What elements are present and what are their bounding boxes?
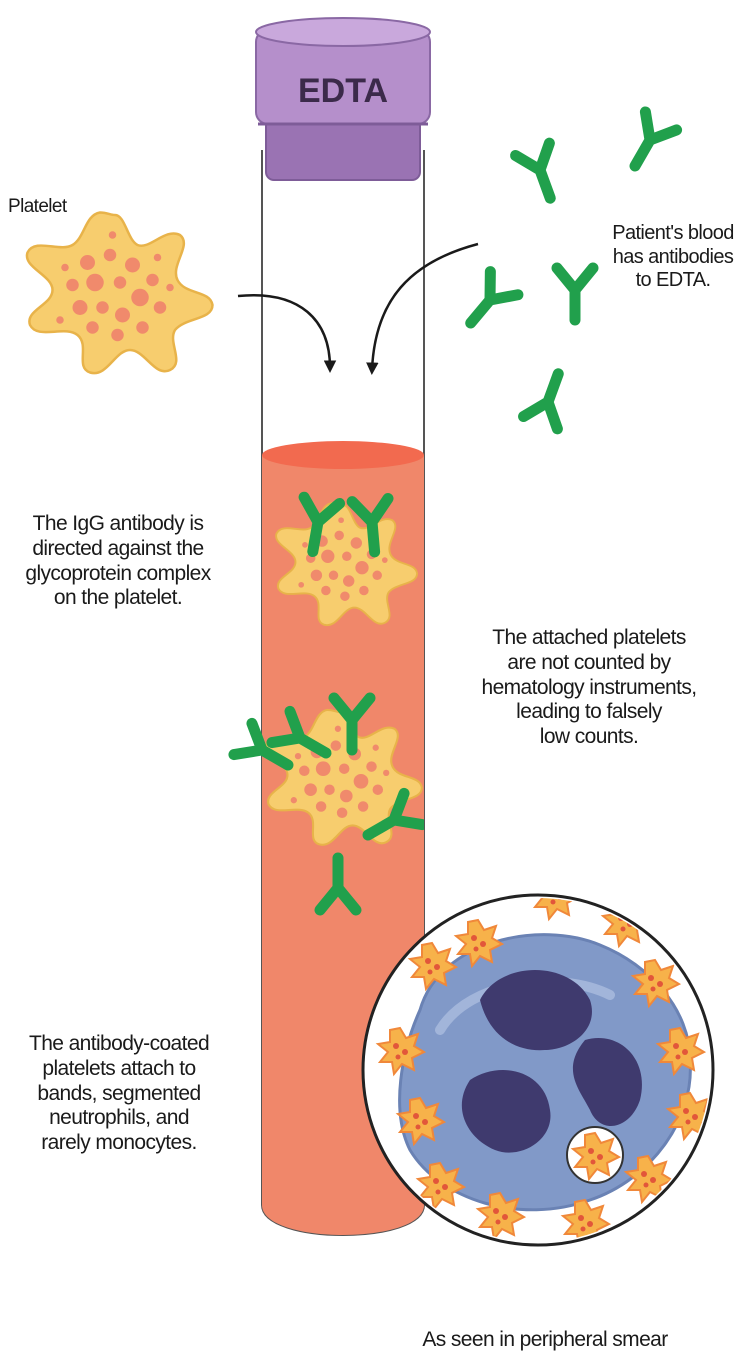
patient-blood-label: Patient's blood has antibodies to EDTA. <box>590 222 756 293</box>
antibody-icon <box>557 268 593 320</box>
antibody-icon <box>516 143 568 204</box>
igg-label: The IgG antibody is directed against the… <box>2 512 234 611</box>
blood-surface <box>262 441 424 469</box>
smear-caption: As seen in peripheral smear <box>380 1328 710 1353</box>
antibody-icon <box>619 112 676 175</box>
platelet-icon <box>27 213 213 374</box>
antibody-icon <box>457 272 518 335</box>
coated-label: The antibody-coated platelets attach to … <box>2 1032 236 1156</box>
antibody-icon <box>524 368 576 429</box>
tube-cap: EDTA <box>256 18 430 180</box>
platelet-label: Platelet <box>8 196 118 218</box>
attached-label: The attached platelets are not counted b… <box>436 626 742 750</box>
cap-label: EDTA <box>298 72 388 110</box>
